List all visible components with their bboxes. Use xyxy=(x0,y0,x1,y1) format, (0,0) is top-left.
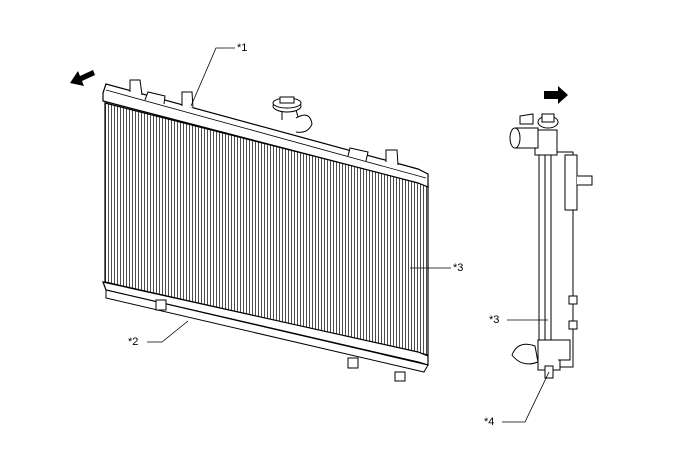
arrow-left-icon xyxy=(70,70,95,86)
label-drain: *4 xyxy=(484,416,494,428)
callout-leaders xyxy=(147,47,550,423)
radiator-front-view xyxy=(102,79,429,382)
label-core-front: *3 xyxy=(453,262,463,274)
arrow-right-icon xyxy=(544,86,568,104)
side-upper-tank xyxy=(509,113,593,186)
radiator-side-core xyxy=(538,149,578,368)
upper-tank xyxy=(102,79,429,188)
label-upper-tank: *1 xyxy=(237,42,247,54)
label-core-side: *3 xyxy=(489,314,499,326)
radiator-side-view xyxy=(509,113,593,379)
lower-tank xyxy=(102,281,429,382)
label-lower-tank: *2 xyxy=(128,336,138,348)
